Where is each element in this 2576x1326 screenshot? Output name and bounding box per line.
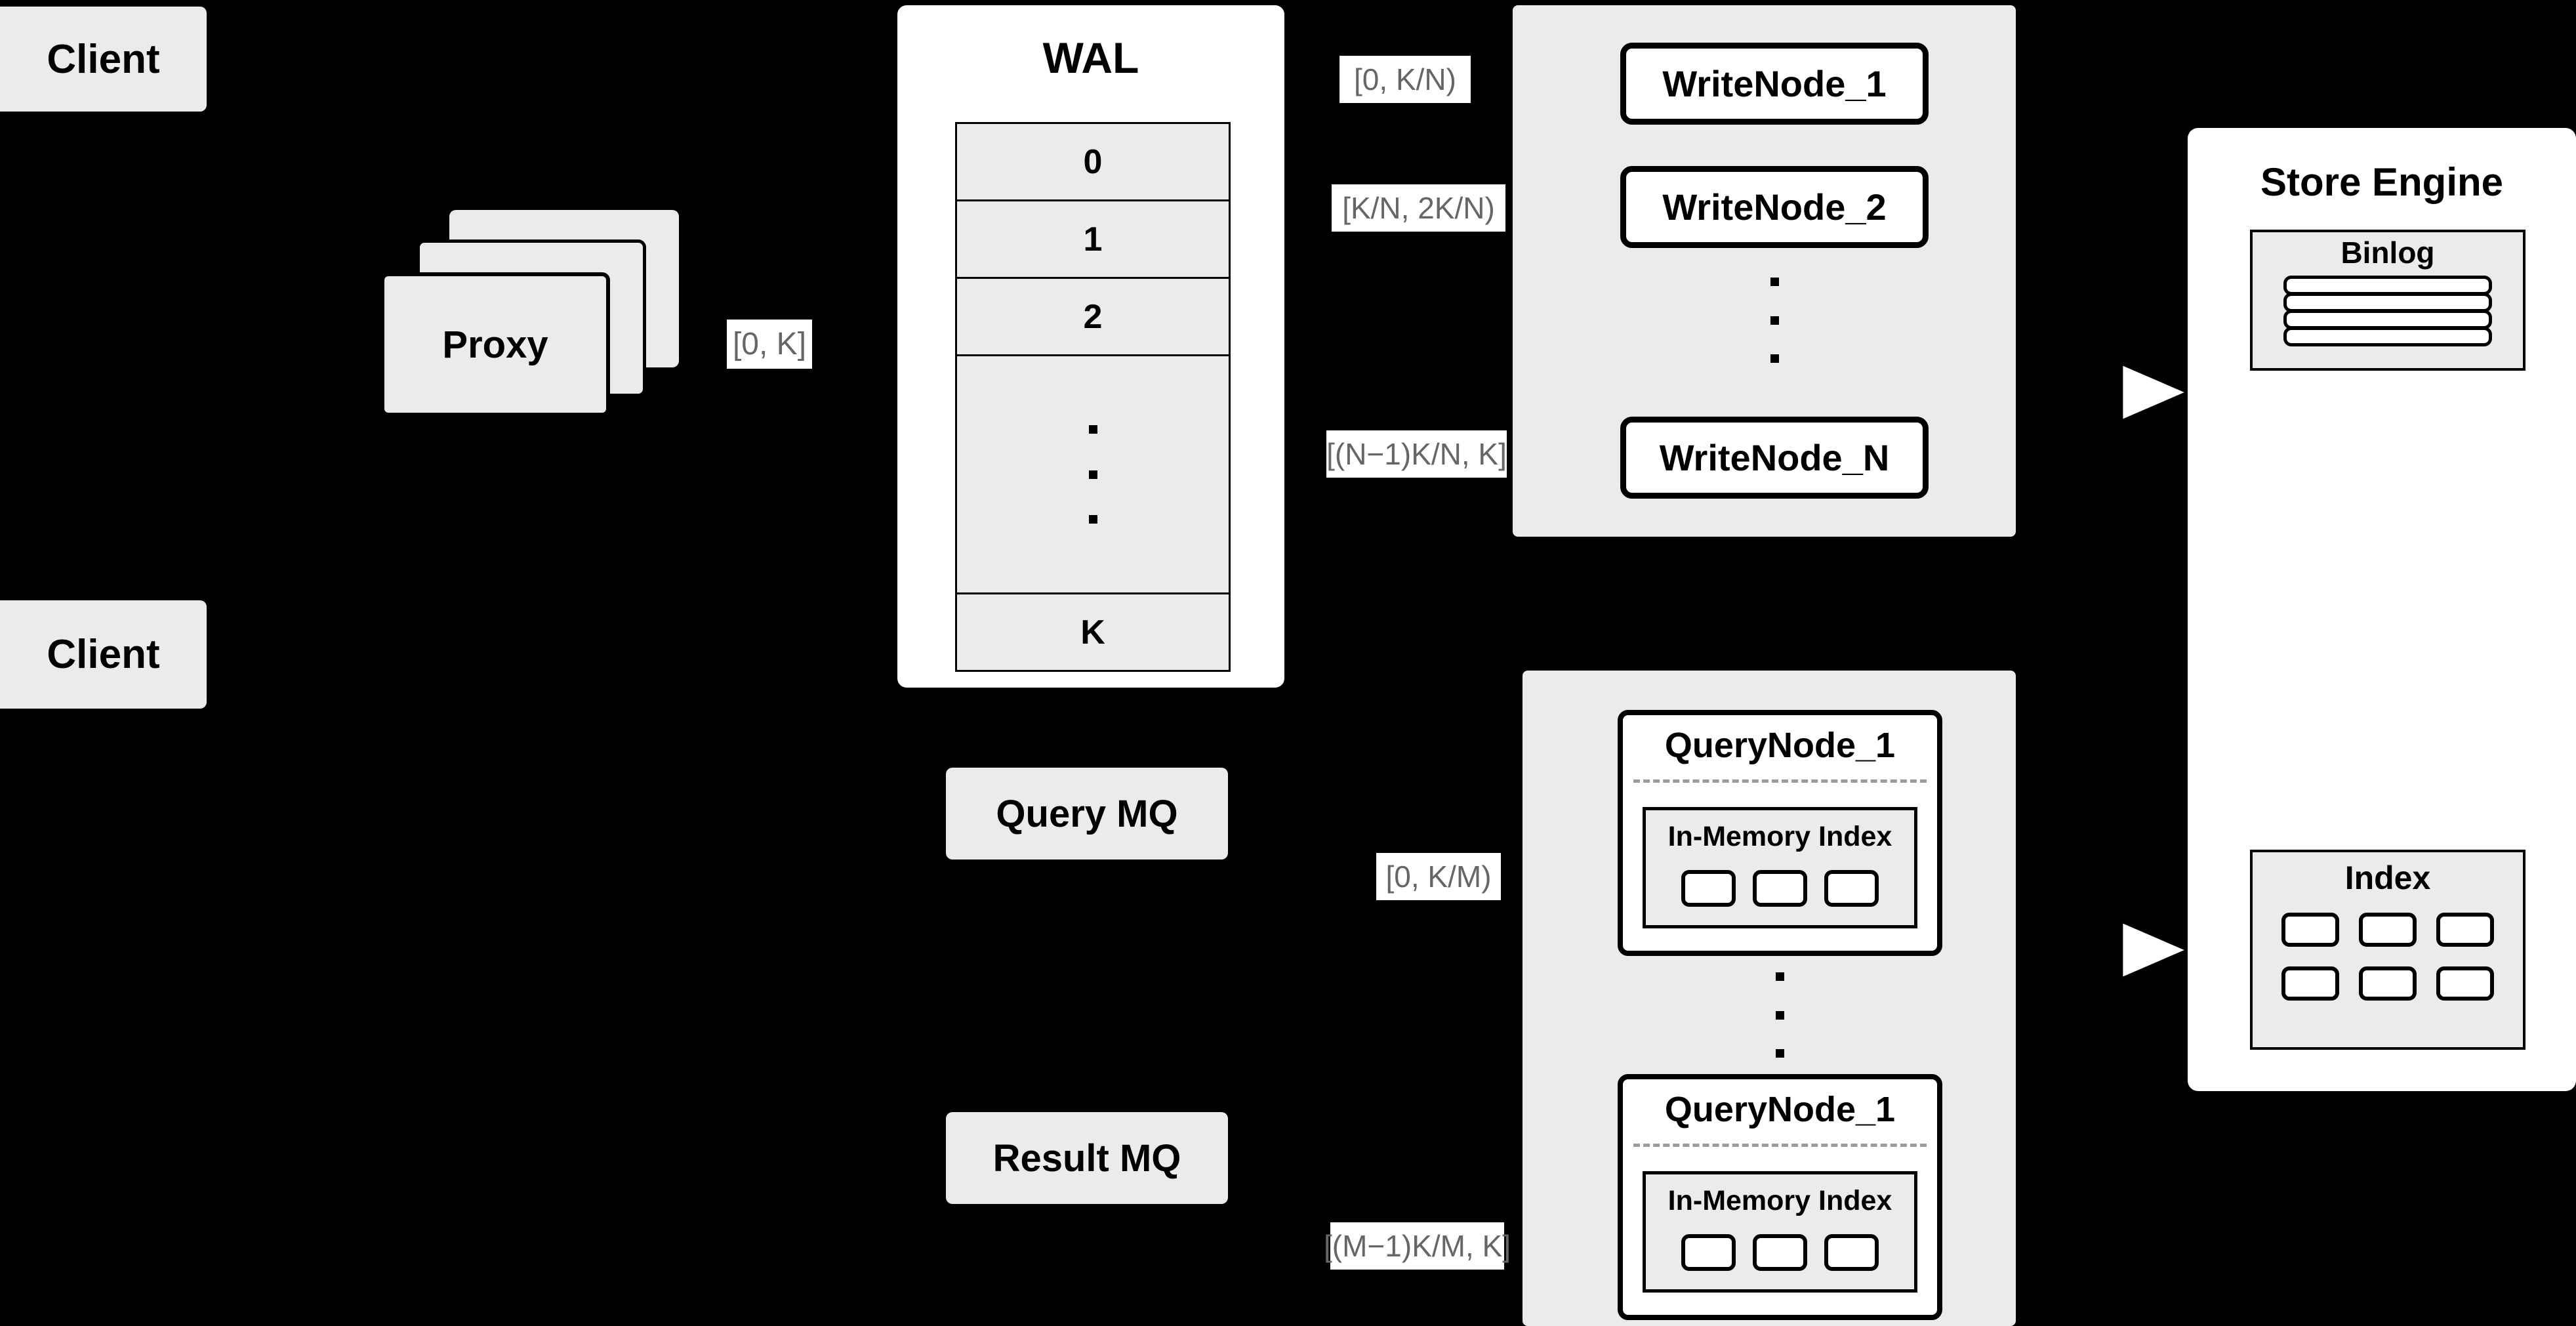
edge-label-text: [0, K] — [732, 327, 807, 362]
index-slot[interactable] — [2281, 966, 2339, 1001]
in-memory-index-panel-1: In-Memory Index — [1643, 807, 1917, 928]
edge-label-querynode-m: [(M−1)K/M, K] — [1324, 1222, 1511, 1270]
query-mq-label: Query MQ — [996, 792, 1178, 835]
proxy-card-front[interactable]: Proxy — [380, 272, 610, 417]
client-label: Client — [47, 36, 160, 82]
query-mq-box[interactable]: Query MQ — [946, 768, 1228, 860]
in-memory-index-title: In-Memory Index — [1667, 820, 1892, 852]
index-slot[interactable] — [2436, 913, 2494, 947]
write-node-label: WriteNode_1 — [1662, 63, 1887, 104]
edge-label-writenode-n: [(N−1)K/N, K] — [1326, 430, 1507, 478]
wal-title: WAL — [1042, 33, 1139, 82]
edge-label-querynode-1: [0, K/M) — [1376, 853, 1501, 900]
index-slot[interactable] — [1681, 1234, 1736, 1271]
in-memory-index-title: In-Memory Index — [1667, 1184, 1892, 1216]
write-cluster-ellipsis-icon — [1770, 278, 1779, 363]
proxy-label: Proxy — [442, 323, 548, 366]
index-slot[interactable] — [1681, 870, 1736, 907]
query-node-label: QueryNode_1 — [1664, 726, 1896, 765]
write-node-label: WriteNode_N — [1659, 437, 1890, 478]
store-engine-panel: Store Engine Binlog Index — [2188, 128, 2576, 1091]
write-node-2[interactable]: WriteNode_2 — [1620, 166, 1929, 248]
index-slot[interactable] — [2359, 966, 2417, 1001]
result-mq-box[interactable]: Result MQ — [946, 1112, 1228, 1204]
wal-entry[interactable]: 2 — [955, 277, 1231, 356]
wal-entry-ellipsis — [955, 354, 1231, 594]
edge-label-writenode-1: [0, K/N) — [1339, 56, 1471, 103]
wal-panel: WAL 0 1 2 K — [897, 5, 1284, 688]
write-node-label: WriteNode_2 — [1662, 186, 1887, 228]
write-cluster-panel: WriteNode_1 WriteNode_2 WriteNode_N — [1513, 5, 2016, 537]
wal-entry[interactable]: 1 — [955, 199, 1231, 279]
wal-entry[interactable]: K — [955, 592, 1231, 672]
store-engine-title: Store Engine — [2260, 160, 2504, 204]
query-node-1[interactable]: QueryNode_1 In-Memory Index — [1618, 710, 1942, 956]
wal-entry-list: 0 1 2 K — [955, 122, 1231, 672]
proxy-stack[interactable]: Proxy — [380, 210, 689, 433]
index-title: Index — [2344, 860, 2431, 896]
query-node-divider — [1633, 779, 1927, 783]
binlog-row[interactable] — [2283, 327, 2492, 346]
index-slot[interactable] — [2436, 966, 2494, 1001]
index-slot[interactable] — [1824, 1234, 1879, 1271]
write-node-n[interactable]: WriteNode_N — [1620, 417, 1929, 499]
index-slot[interactable] — [1753, 1234, 1807, 1271]
query-node-divider — [1633, 1144, 1927, 1147]
binlog-panel: Binlog — [2250, 230, 2525, 371]
query-cluster-ellipsis-icon — [1775, 972, 1784, 1058]
in-memory-index-panel-m: In-Memory Index — [1643, 1171, 1917, 1293]
index-slot[interactable] — [2359, 913, 2417, 947]
edge-label-writenode-2: [K/N, 2K/N) — [1332, 184, 1505, 232]
query-cluster-panel: QueryNode_1 In-Memory Index QueryNode_1 — [1523, 671, 2016, 1326]
wal-entry[interactable]: 0 — [955, 122, 1231, 201]
index-slot[interactable] — [1824, 870, 1879, 907]
vertical-ellipsis-icon — [1088, 425, 1097, 524]
result-mq-label: Result MQ — [992, 1136, 1181, 1180]
index-slot[interactable] — [1753, 870, 1807, 907]
index-slot[interactable] — [2281, 913, 2339, 947]
binlog-row[interactable] — [2283, 310, 2492, 329]
edge-label-proxy-out: [0, K] — [727, 320, 812, 369]
index-panel: Index — [2250, 850, 2525, 1050]
write-node-1[interactable]: WriteNode_1 — [1620, 43, 1929, 125]
client-box-2[interactable]: Client — [0, 600, 207, 709]
client-label: Client — [47, 632, 160, 677]
query-node-label: QueryNode_1 — [1664, 1090, 1896, 1129]
client-box-1[interactable]: Client — [0, 7, 207, 112]
query-node-m[interactable]: QueryNode_1 In-Memory Index — [1618, 1074, 1942, 1320]
binlog-title: Binlog — [2341, 236, 2435, 270]
